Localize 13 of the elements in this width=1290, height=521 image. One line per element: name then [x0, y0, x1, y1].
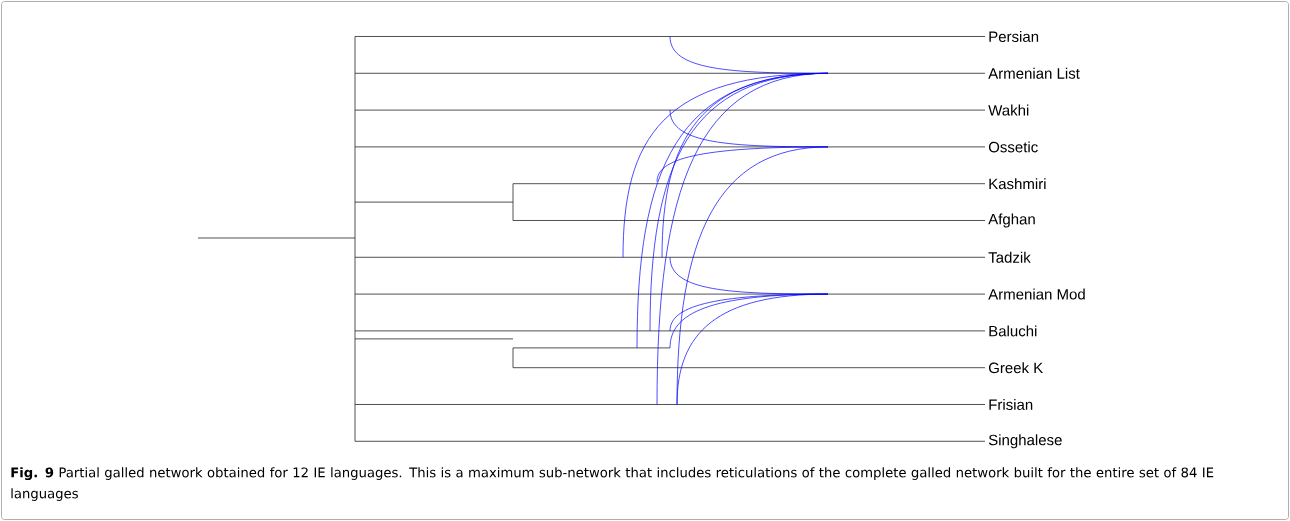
leaf-label: Frisian	[989, 399, 1033, 410]
leaf-label: Kashmiri	[989, 178, 1046, 190]
leaf-label: Armenian Mod	[988, 288, 1085, 300]
leaf-label: Armenian List	[988, 67, 1080, 79]
leaf-label: Singhalese	[988, 434, 1062, 449]
leaf-label: Tadzik	[988, 251, 1031, 263]
leaf-label: Wakhi	[988, 104, 1029, 116]
leaf-label: Greek K	[988, 362, 1044, 374]
leaf-label: Ossetic	[988, 141, 1038, 153]
figure-caption: Fig. 9 Partial galled network obtained for 12 IE languages. This is a maximum sub-network that includes reticulations of the complete galled network built for the entire set of 84 IE languages	[11, 467, 1214, 501]
leaf-label: Afghan	[988, 213, 1035, 228]
leaf-label: Baluchi	[989, 325, 1037, 337]
leaf-label: Persian	[989, 31, 1039, 42]
